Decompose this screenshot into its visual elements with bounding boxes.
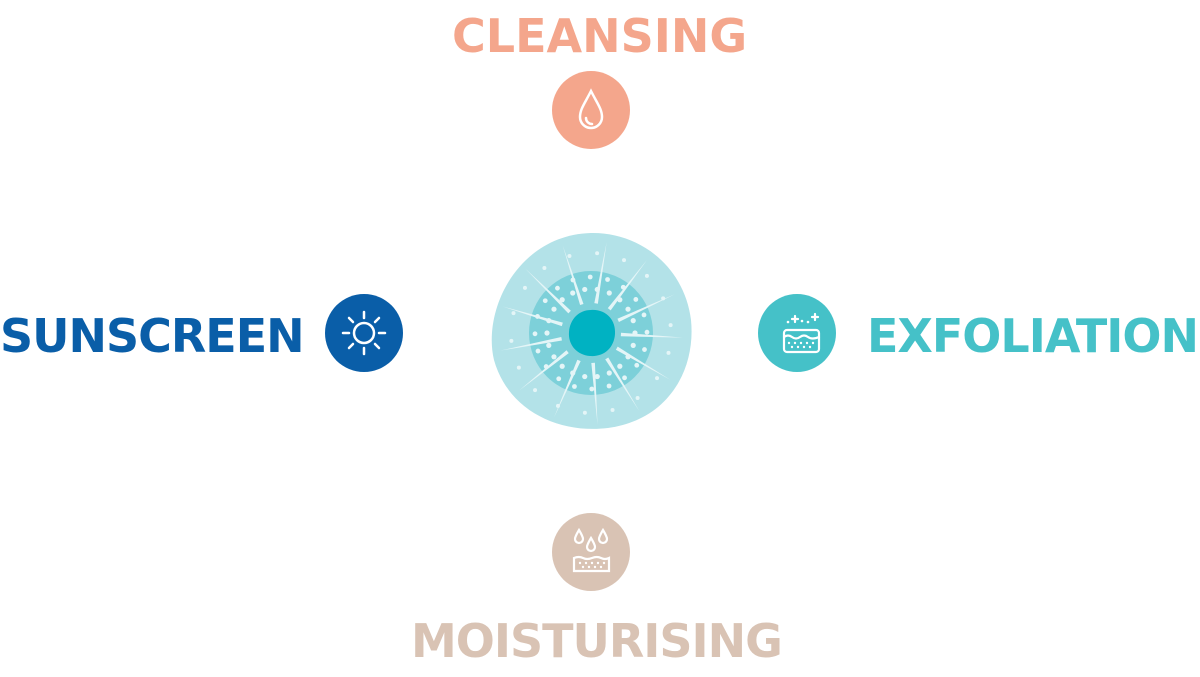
cell-dot xyxy=(622,258,627,263)
cell-dot xyxy=(632,330,638,336)
cell-dot xyxy=(546,318,552,324)
cell-dot xyxy=(635,396,640,401)
cell-dot xyxy=(589,386,595,392)
cell-dot xyxy=(634,362,640,368)
cell-dot xyxy=(555,403,560,408)
cell-dot xyxy=(572,384,577,389)
cell-ray xyxy=(500,336,562,351)
cell-dot xyxy=(582,286,588,293)
cell-dot xyxy=(544,330,550,336)
exfoliation-label: EXFOLIATION xyxy=(867,309,1199,363)
cell-dot xyxy=(606,370,612,376)
cell-dot xyxy=(551,306,557,312)
cell-dot xyxy=(644,329,650,335)
cell-dot xyxy=(668,323,673,328)
cell-dot xyxy=(622,375,627,381)
cell-dot xyxy=(533,388,538,393)
cell-dot xyxy=(617,363,623,369)
cell-dot xyxy=(555,285,560,291)
cell-dot xyxy=(542,298,548,304)
cell-dot xyxy=(559,363,565,369)
cell-dot xyxy=(625,354,631,360)
cell-dot xyxy=(606,383,612,389)
cell-dot xyxy=(594,286,600,293)
cell-ray xyxy=(607,259,647,311)
cell-dot xyxy=(543,364,549,369)
cell-dot xyxy=(594,373,600,380)
cell-dot xyxy=(644,273,649,278)
cell-dot xyxy=(605,277,610,282)
cell-dot xyxy=(582,410,587,415)
cleansing-label: CLEANSING xyxy=(452,9,748,63)
cell-dot xyxy=(661,296,666,301)
cell-ray xyxy=(591,362,598,425)
cell-dot xyxy=(587,274,593,280)
sun-icon xyxy=(325,294,403,372)
cell-ray xyxy=(525,268,571,314)
cell-rays xyxy=(500,242,683,425)
cell-dot xyxy=(559,297,565,303)
cell-ray xyxy=(617,294,675,323)
cell-dot xyxy=(606,290,612,296)
cell-dot xyxy=(642,347,647,352)
cell-dot xyxy=(567,253,572,258)
cell-dot xyxy=(522,285,527,290)
cell-dot xyxy=(511,311,516,316)
cell-dot xyxy=(570,290,576,296)
cell-core xyxy=(568,309,616,357)
cell-dot xyxy=(570,277,576,283)
cell-dot xyxy=(535,348,541,354)
skin-drops-icon xyxy=(552,513,630,591)
skin-cell-illustration xyxy=(488,230,694,432)
cell-dot xyxy=(551,354,557,360)
cell-dot xyxy=(625,306,631,312)
cell-dot xyxy=(620,284,626,290)
cell-dot xyxy=(535,314,540,319)
moisturising-label: MOISTURISING xyxy=(411,614,783,668)
water-drop-icon xyxy=(552,71,630,149)
skin-sparkle-icon xyxy=(758,294,836,372)
cell-ray xyxy=(605,357,640,412)
cell-dot xyxy=(542,265,547,270)
cell-dot xyxy=(556,376,562,382)
cell-ray xyxy=(519,350,569,391)
cell-dot xyxy=(666,350,671,355)
cell-dot xyxy=(630,318,636,324)
cell-ray xyxy=(562,245,584,306)
cell-dot xyxy=(516,365,521,370)
cell-dot xyxy=(641,312,647,318)
cell-dot xyxy=(617,297,623,303)
cell-dot xyxy=(546,342,552,348)
cell-dot xyxy=(570,370,576,376)
cell-dot xyxy=(655,376,660,381)
sunscreen-label: SUNSCREEN xyxy=(0,309,305,363)
cell-dot xyxy=(610,408,615,413)
cell-dot xyxy=(595,251,600,256)
cell-dot xyxy=(582,373,588,380)
cell-dots xyxy=(509,251,673,415)
cell-dot xyxy=(532,331,538,337)
cell-dot xyxy=(630,342,636,348)
cell-dot xyxy=(509,338,514,343)
cell-dot xyxy=(633,297,639,302)
